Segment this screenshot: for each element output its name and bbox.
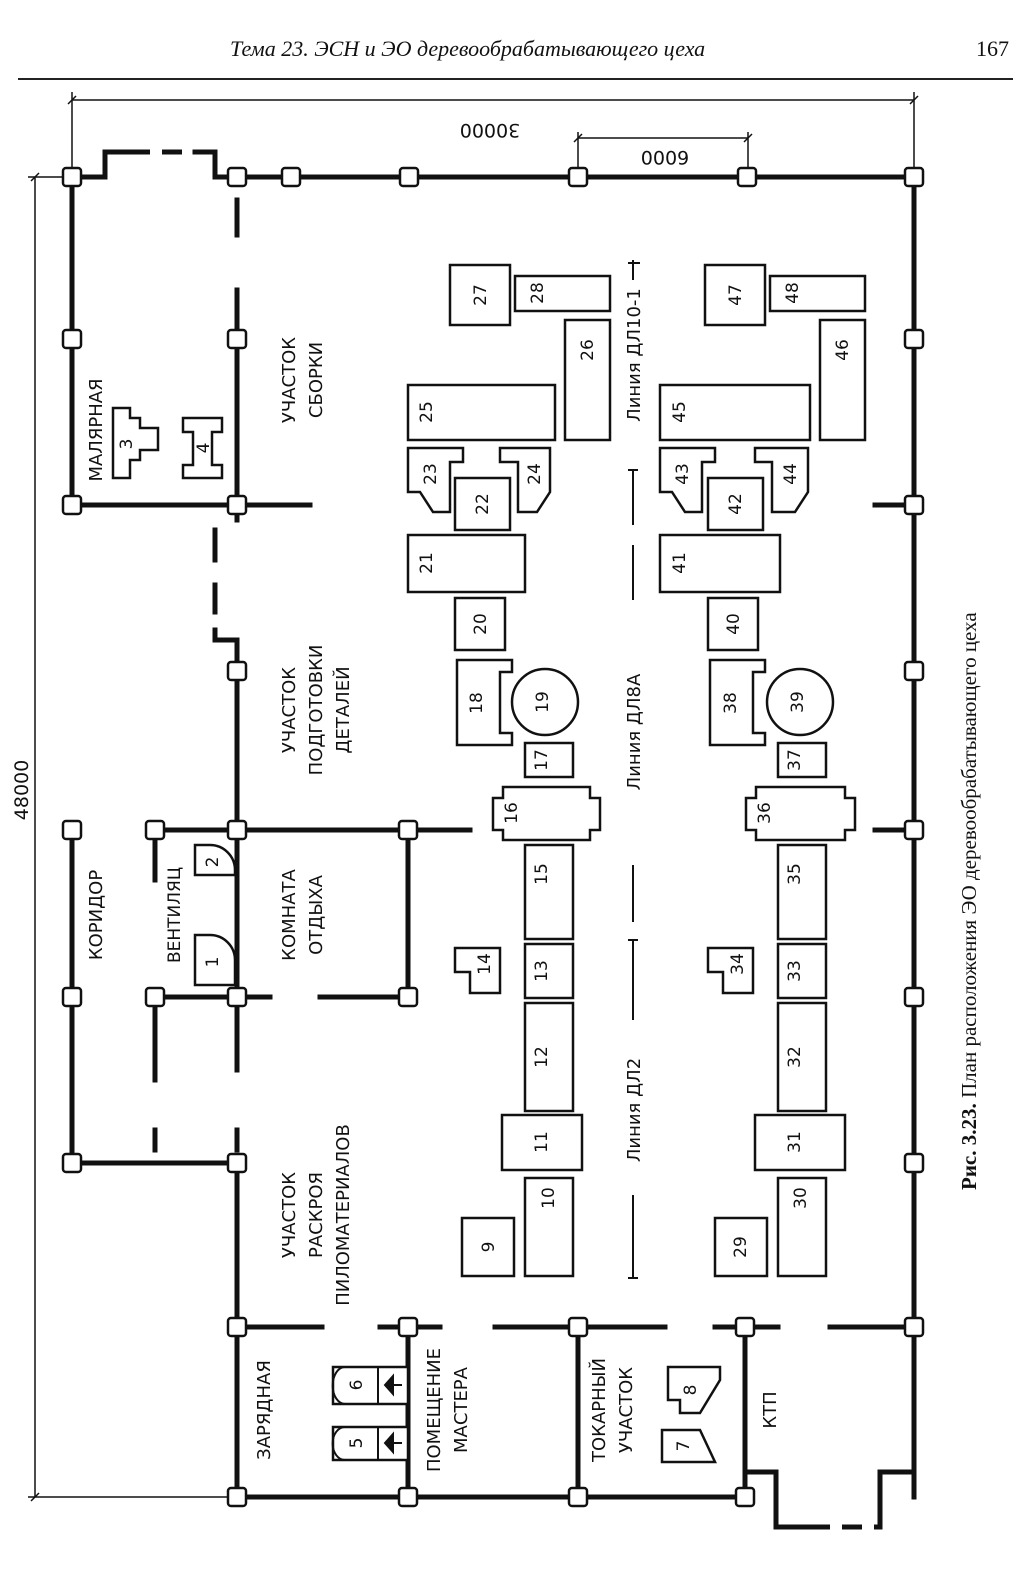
room-rest-1: КОМНАТА — [279, 868, 300, 960]
equip-label-18: 18 — [467, 692, 487, 714]
equip-label-46: 46 — [833, 339, 853, 361]
equip-label-17: 17 — [532, 749, 552, 771]
room-turning-2: УЧАСТОК — [616, 1367, 637, 1453]
equip-label-37: 37 — [785, 749, 805, 771]
equip-label-22: 22 — [473, 493, 493, 515]
equip-label-48: 48 — [783, 282, 803, 304]
room-assembly-1: УЧАСТОК — [279, 337, 300, 423]
equip-label-14: 14 — [475, 953, 495, 975]
room-turning-1: ТОКАРНЫЙ — [588, 1358, 610, 1463]
equip-label-43: 43 — [673, 463, 693, 485]
figure-caption-label: Рис. 3.23. — [957, 1103, 981, 1190]
equip-label-8: 8 — [681, 1385, 701, 1396]
equip-label-39: 39 — [788, 691, 808, 713]
equip-label-30: 30 — [791, 1187, 811, 1209]
equip-label-7: 7 — [674, 1441, 694, 1452]
equip-label-6: 6 — [347, 1380, 367, 1391]
room-ventilation: ВЕНТИЛЯЦ — [165, 867, 185, 963]
equip-label-35: 35 — [785, 863, 805, 885]
columns — [61, 166, 925, 1508]
figure-caption-text: План расположения ЭО деревообрабатывающе… — [957, 612, 981, 1098]
equip-label-41: 41 — [670, 552, 690, 574]
equip-label-44: 44 — [781, 463, 801, 485]
room-charging: ЗАРЯДНАЯ — [254, 1360, 275, 1460]
equip-label-42: 42 — [726, 493, 746, 515]
equip-label-5: 5 — [347, 1438, 367, 1449]
equip-label-13: 13 — [532, 960, 552, 982]
equip-label-9: 9 — [479, 1242, 499, 1253]
equip-label-3: 3 — [117, 439, 137, 450]
line-labels — [628, 260, 638, 1279]
room-cutting-3: ПИЛОМАТЕРИАЛОВ — [333, 1124, 354, 1306]
line-dl2-label: Линия ДЛ2 — [624, 1058, 645, 1162]
equip-label-28: 28 — [528, 282, 548, 304]
equip-label-20: 20 — [471, 613, 491, 635]
equip-label-33: 33 — [785, 960, 805, 982]
equip-label-40: 40 — [724, 613, 744, 635]
equip-label-19: 19 — [533, 691, 553, 713]
equip-label-4: 4 — [194, 443, 214, 454]
room-corridor: КОРИДОР — [86, 870, 107, 960]
equip-label-15: 15 — [532, 863, 552, 885]
page-number: 167 — [976, 36, 1009, 61]
room-labels: МАЛЯРНАЯ УЧАСТОК СБОРКИ УЧАСТОК ПОДГОТОВ… — [86, 337, 781, 1472]
equip-label-29: 29 — [731, 1236, 751, 1258]
equip-label-25: 25 — [417, 401, 437, 423]
room-prep-1: УЧАСТОК — [279, 667, 300, 753]
header-rule — [18, 78, 1013, 80]
equip-label-11: 11 — [532, 1131, 552, 1153]
equip-label-12: 12 — [532, 1046, 552, 1068]
dim-width-total: 30000 — [460, 119, 520, 141]
equip-label-10: 10 — [539, 1187, 559, 1209]
equip-label-32: 32 — [785, 1046, 805, 1068]
room-cutting-2: РАСКРОЯ — [306, 1172, 327, 1258]
equip-label-1: 1 — [203, 957, 223, 968]
dim-column-step: 6000 — [641, 146, 689, 168]
equip-label-47: 47 — [726, 284, 746, 306]
equip-label-31: 31 — [785, 1131, 805, 1153]
room-prep-2: ПОДГОТОВКИ — [306, 645, 327, 776]
equip-label-27: 27 — [471, 284, 491, 306]
equip-label-36: 36 — [755, 802, 775, 824]
room-cutting-1: УЧАСТОК — [279, 1172, 300, 1258]
equip-label-38: 38 — [721, 692, 741, 714]
room-painting: МАЛЯРНАЯ — [86, 378, 107, 481]
figure-caption: Рис. 3.23. План расположения ЭО деревооб… — [957, 530, 997, 1190]
line-dl10-label: Линия ДЛ10-1 — [624, 288, 645, 422]
running-title: Тема 23. ЭСН и ЭО деревообрабатывающего … — [230, 36, 706, 61]
room-rest-2: ОТДЫХА — [306, 874, 327, 954]
equipment-shapes — [111, 263, 867, 1464]
equip-label-34: 34 — [728, 953, 748, 975]
room-prep-3: ДЕТАЛЕЙ — [332, 666, 354, 753]
dim-length-total: 48000 — [11, 760, 33, 820]
page-header: Тема 23. ЭСН и ЭО деревообрабатывающего … — [0, 0, 1025, 80]
room-ktp: КТП — [760, 1391, 781, 1428]
room-foreman-2: МАСТЕРА — [451, 1366, 472, 1453]
equip-label-45: 45 — [670, 401, 690, 423]
equip-label-2: 2 — [203, 857, 223, 868]
line-dl8a-label: Линия ДЛ8А — [624, 673, 645, 790]
equip-label-16: 16 — [502, 802, 522, 824]
dimension-lines — [28, 92, 919, 1502]
room-foreman-1: ПОМЕЩЕНИЕ — [424, 1348, 445, 1472]
equip-label-26: 26 — [578, 339, 598, 361]
equip-label-21: 21 — [417, 552, 437, 574]
equipment-labels: 1 2 3 4 5 6 7 8 9 10 11 12 13 14 15 16 1… — [117, 282, 853, 1451]
room-assembly-2: СБОРКИ — [306, 342, 327, 418]
equip-label-23: 23 — [421, 463, 441, 485]
equip-label-24: 24 — [525, 463, 545, 485]
